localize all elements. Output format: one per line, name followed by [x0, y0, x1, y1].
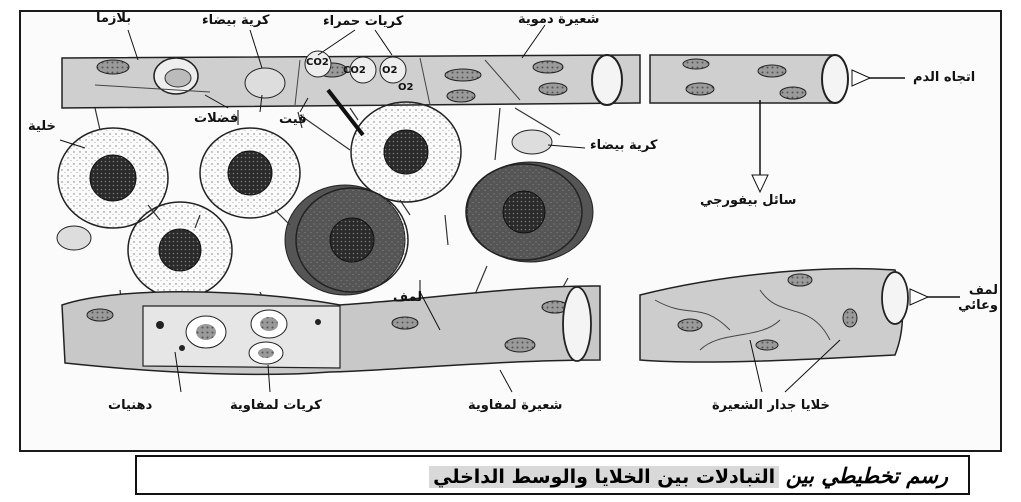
- label-o2-a: O2: [382, 65, 397, 76]
- label-wall-cells: خلايا جدار الشعيرة: [712, 398, 830, 413]
- lymph-exit-arrow: [910, 289, 960, 305]
- label-co2-b: CO2: [343, 65, 366, 76]
- label-interstitial-fluid: سائل بيفورجي: [700, 193, 796, 208]
- label-waste: فضلات: [194, 111, 238, 126]
- caption-part1: رسم تخطيطي بين: [786, 463, 948, 488]
- caption-part2: التبادلات بين الخلايا والوسط الداخلي: [429, 466, 779, 488]
- fluid-arrow: [752, 100, 768, 192]
- label-o2-b: O2: [398, 82, 413, 93]
- label-lymph-vessel: لمف وعائي: [956, 283, 998, 313]
- caption: رسم تخطيطي بين التبادلات بين الخلايا وال…: [429, 463, 948, 488]
- blood-capillary: [62, 51, 848, 108]
- label-lymph-capillary: شعيرة لمفاوية: [468, 398, 562, 413]
- label-nutrients: قيت: [279, 112, 307, 127]
- label-white-cell-right: كرية بيضاء: [590, 138, 657, 153]
- tissue-cells: [57, 102, 593, 298]
- blood-direction-arrow: [852, 70, 905, 86]
- label-lymph: لمف: [393, 290, 422, 305]
- label-blood-direction: اتجاه الدم: [913, 70, 975, 85]
- caption-box: رسم تخطيطي بين التبادلات بين الخلايا وال…: [135, 455, 970, 495]
- label-capillary: شعيرة دموية: [518, 12, 599, 27]
- label-white-cell-top: كرية بيضاء: [202, 13, 269, 28]
- label-cell: خلية: [28, 119, 56, 134]
- label-red-cells: كريات حمراء: [323, 14, 403, 29]
- label-co2-a: CO2: [306, 57, 329, 68]
- label-fats: دهنيات: [108, 398, 152, 413]
- label-lymphocytes: كريات لمفاوية: [230, 398, 322, 413]
- label-plasma: بلازما: [96, 11, 131, 26]
